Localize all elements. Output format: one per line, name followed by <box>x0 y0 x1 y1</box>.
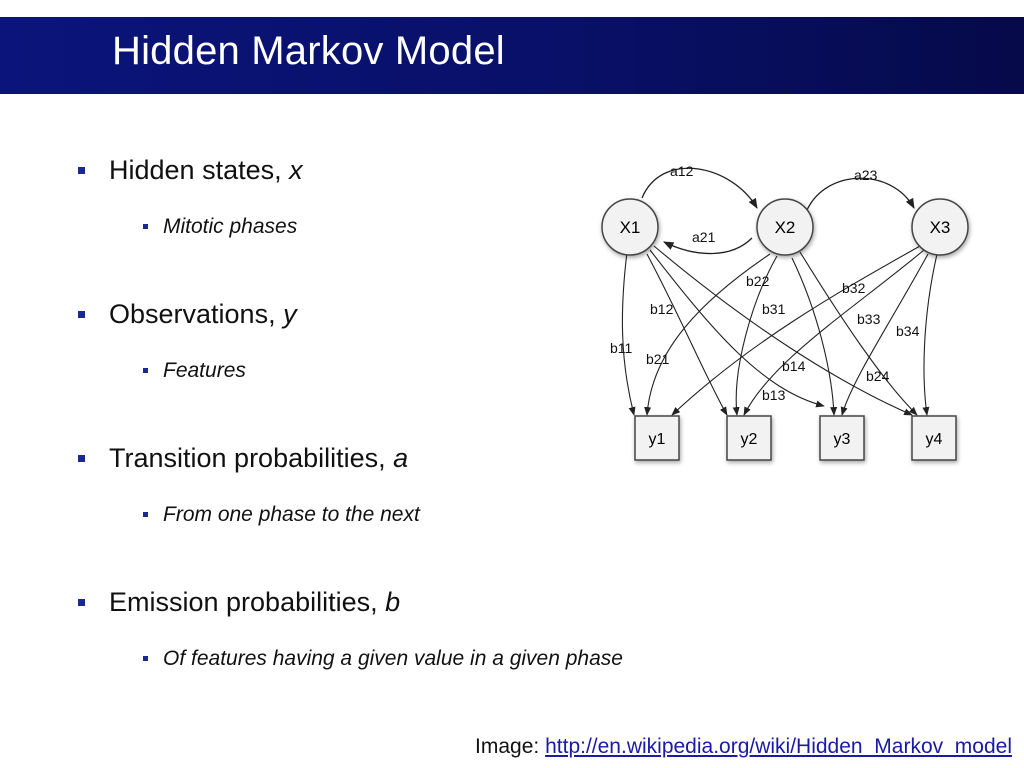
sub-bullet-text: Mitotic phases <box>163 215 298 238</box>
hmm-diagram-svg: X1 X2 X3 y1 y2 y3 <box>601 163 969 461</box>
edge-label-b13: b13 <box>762 387 786 403</box>
observation-node-y1: y1 <box>634 415 680 461</box>
slide-title: Hidden Markov Model <box>112 29 505 73</box>
edge-b13 <box>649 249 825 408</box>
bullet-marker <box>78 167 85 174</box>
sub-bullet-marker <box>143 224 148 229</box>
transition-edges <box>641 167 915 255</box>
observation-node-y2: y2 <box>726 415 772 461</box>
bullet-marker <box>78 599 85 606</box>
edge-b32 <box>743 249 925 416</box>
edge-label-b12: b12 <box>650 301 674 317</box>
observation-node-y4: y4 <box>911 415 957 461</box>
state-label: X3 <box>930 218 951 237</box>
bullet-label: Transition probabilities, <box>109 443 394 473</box>
image-credit: Image: http://en.wikipedia.org/wiki/Hidd… <box>475 735 1012 759</box>
observation-label: y4 <box>926 431 943 448</box>
edge-label-a12: a12 <box>670 163 694 179</box>
edge-label-b33: b33 <box>857 311 881 327</box>
bullet-variable: x <box>289 155 303 185</box>
edge-label-b21: b21 <box>646 351 670 367</box>
state-node-x1: X1 <box>601 198 659 256</box>
bullet-variable: y <box>283 299 297 329</box>
bullet-label: Emission probabilities, <box>109 587 386 617</box>
edge-b31 <box>671 245 921 416</box>
edge-label-b22: b22 <box>746 273 770 289</box>
bullet-label: Observations, <box>109 299 284 329</box>
title-bar: Hidden Markov Model <box>0 17 1024 94</box>
observation-label: y3 <box>834 431 851 448</box>
edge-b23 <box>791 257 838 416</box>
sub-bullet-text: Of features having a given value in a gi… <box>163 647 623 670</box>
wikipedia-link[interactable]: http://en.wikipedia.org/wiki/Hidden_Mark… <box>545 735 1012 758</box>
edge-label-a23: a23 <box>854 167 878 183</box>
credit-prefix: Image: <box>475 735 546 758</box>
edge-label-b32: b32 <box>842 280 866 296</box>
state-label: X2 <box>775 218 796 237</box>
edge-a12 <box>641 167 758 209</box>
edge-b33 <box>840 253 929 416</box>
edge-label-a21: a21 <box>692 229 716 245</box>
edge-b14 <box>653 245 913 416</box>
sub-bullet-text: From one phase to the next <box>163 503 420 526</box>
edge-b22 <box>732 255 778 416</box>
observation-label: y2 <box>741 431 758 448</box>
edge-b21 <box>644 253 771 416</box>
edge-label-b34: b34 <box>896 323 920 339</box>
sub-bullet-text: Features <box>163 359 246 382</box>
hmm-diagram: X1 X2 X3 y1 y2 y3 <box>592 150 992 480</box>
edge-b11 <box>621 251 636 416</box>
observation-nodes: y1 y2 y3 y4 <box>634 415 957 461</box>
emission-labels: b11 b12 b13 b14 b21 b22 b24 b31 b32 b33 … <box>610 273 920 403</box>
bullet-marker <box>78 311 85 318</box>
transition-labels: a12 a21 a23 <box>670 163 878 245</box>
state-node-x3: X3 <box>911 198 969 256</box>
edge-b34 <box>922 253 938 416</box>
sub-bullet-marker <box>143 368 148 373</box>
edge-label-b24: b24 <box>866 368 890 384</box>
bullet-label: Hidden states, <box>109 155 290 185</box>
observation-node-y3: y3 <box>819 415 865 461</box>
state-nodes: X1 X2 X3 <box>601 198 969 256</box>
edge-a23 <box>806 177 915 211</box>
bullet-variable: a <box>393 443 409 473</box>
edge-b24 <box>799 251 918 416</box>
bullet-marker <box>78 455 85 462</box>
edge-label-b14: b14 <box>782 358 806 374</box>
edge-a21 <box>663 237 753 255</box>
observation-label: y1 <box>649 431 666 448</box>
bullet-variable: b <box>385 587 401 617</box>
edge-label-b31: b31 <box>762 301 786 317</box>
edge-label-b11: b11 <box>610 340 633 356</box>
sub-bullet-marker <box>143 656 148 661</box>
state-label: X1 <box>620 218 641 237</box>
emission-edges <box>621 245 938 416</box>
edge-b12 <box>646 253 728 416</box>
state-node-x2: X2 <box>756 198 814 256</box>
sub-bullet-marker <box>143 512 148 517</box>
